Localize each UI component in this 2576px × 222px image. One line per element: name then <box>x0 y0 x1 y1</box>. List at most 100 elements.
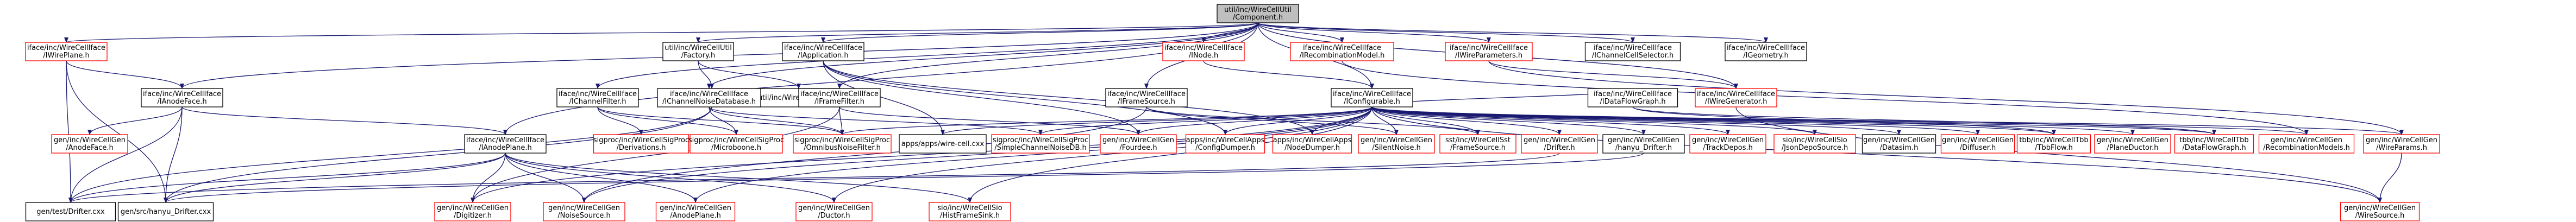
node-histframesink[interactable]: sio/inc/WireCellSio/HistFrameSink.h <box>929 202 1011 221</box>
node-iwireplane[interactable]: iface/inc/WireCellIface/IWirePlane.h <box>25 42 108 61</box>
node-omnibus[interactable]: sigproc/inc/WireCellSigProc/OmnibusNoise… <box>793 134 892 154</box>
node-hanydrifter[interactable]: gen/inc/WireCellGen/hanyu_Drifter.h <box>1602 134 1685 154</box>
node-simplechannelnoise[interactable]: sigproc/inc/WireCellSigProc/SimpleChanne… <box>991 134 1090 154</box>
node-label: iface/inc/WireCellIface <box>670 90 748 98</box>
node-wireparams[interactable]: gen/inc/WireCellGen/WireParams.h <box>2363 134 2440 154</box>
node-sigprocderiv[interactable]: sigproc/inc/WireCellSigProc/Derivations.… <box>593 134 690 154</box>
node-label: sigproc/inc/WireCellSigProc <box>993 136 1088 144</box>
node-label: /Digitizer.h <box>454 212 492 220</box>
node-iwiregenerator[interactable]: iface/inc/WireCellIface/IWireGenerator.h <box>1695 88 1777 107</box>
node-digitizer[interactable]: gen/inc/WireCellGen/Digitizer.h <box>434 202 511 221</box>
edge-root-to-iframefilter <box>837 22 1258 89</box>
node-sigprocmicro[interactable]: sigproc/inc/WireCellSigProc/Microboone.h <box>688 134 784 154</box>
node-irecombination[interactable]: iface/inc/WireCellIface/IRecombinationMo… <box>1290 42 1394 61</box>
node-iframesource[interactable]: iface/inc/WireCellIface/IFrameSource.h <box>1105 88 1188 107</box>
node-box <box>1521 134 1598 154</box>
node-planeductor[interactable]: gen/inc/WireCellGen/PlaneDuctor.h <box>2094 134 2171 154</box>
node-label: /IFrameSource.h <box>1118 98 1175 106</box>
node-box <box>1162 42 1245 61</box>
edge-ichannelnoisedb-to-omnibus <box>709 106 844 135</box>
edge-ichannelnoisedb-to-sigprocmicro <box>709 106 738 135</box>
node-drifter[interactable]: gen/inc/WireCellGen/Drifter.h <box>1521 134 1598 154</box>
edge-iconfigurable-to-wiresource <box>1371 106 2382 203</box>
node-label: tbb/inc/WireCellTbb <box>2019 136 2088 144</box>
node-ductor[interactable]: gen/inc/WireCellGen/Ductor.h <box>795 202 873 221</box>
node-label: gen/inc/WireCellGen <box>1863 136 1935 144</box>
edge-root-to-ichannelcellselector <box>1257 22 1635 43</box>
node-iapplication[interactable]: iface/inc/WireCellIface/IApplication.h <box>782 42 864 61</box>
node-nodedumper[interactable]: apps/inc/WireCellApps/NodeDumper.h <box>1272 134 1352 154</box>
node-tbbdataflow[interactable]: tbb/inc/WireCellTbb/DataFlowGraph.h <box>2174 134 2254 154</box>
node-iwireparameters[interactable]: iface/inc/WireCellIface/IWireParameters.… <box>1445 42 1533 61</box>
node-box <box>1940 134 2015 154</box>
edge-ianodeplane-to-anodeplane <box>505 153 698 203</box>
node-framesourcesst[interactable]: sst/inc/WireCellSst/FrameSource.h <box>1439 134 1516 154</box>
node-ichannelcellselector[interactable]: iface/inc/WireCellIface/IChannelCellSele… <box>1584 42 1681 61</box>
node-label: /DataFlowGraph.h <box>2182 144 2246 152</box>
node-label: /Drifter.h <box>1544 144 1575 152</box>
edge-factory-to-namedfactory <box>698 60 714 89</box>
edge-drifter-to-drifterxx <box>68 153 1560 203</box>
node-wiresource[interactable]: gen/inc/WireCellGen/WireSource.h <box>2340 202 2420 221</box>
node-root[interactable]: util/inc/WireCellUtil/Component.h <box>1217 4 1299 23</box>
node-diffuser[interactable]: gen/inc/WireCellGen/Diffuser.h <box>1940 134 2015 154</box>
node-label: sio/inc/WireCellSio <box>1782 136 1847 144</box>
node-igeometry[interactable]: iface/inc/WireCellIface/IGeometry.h <box>1725 42 1807 61</box>
node-box <box>1773 134 1856 154</box>
node-box <box>593 134 690 154</box>
node-label: /IWireParameters.h <box>1455 52 1522 60</box>
node-label: gen/inc/WireCellGen <box>1102 136 1174 144</box>
node-idataflowgraph[interactable]: iface/inc/WireCellIface/IDataFlowGraph.h <box>1587 88 1678 107</box>
node-label: /Datasim.h <box>1880 144 1919 152</box>
node-anodeplane[interactable]: gen/inc/WireCellGen/AnodePlane.h <box>655 202 736 221</box>
node-iframefilter[interactable]: iface/inc/WireCellIface/IFrameFilter.h <box>798 88 881 107</box>
node-label: sigproc/inc/WireCellSigProc <box>593 136 689 144</box>
node-inode[interactable]: iface/inc/WireCellIface/INode.h <box>1162 42 1245 61</box>
node-label: /NodeDumper.h <box>1284 144 1340 152</box>
node-hanydrifterxx[interactable]: gen/src/hanyu_Drifter.cxx <box>117 202 214 221</box>
node-factory[interactable]: util/inc/WireCellUtil/Factory.h <box>662 42 734 61</box>
node-label: iface/inc/WireCellIface <box>1333 90 1411 98</box>
node-label: gen/inc/WireCellGen <box>2271 136 2342 144</box>
node-jsondeposource[interactable]: sio/inc/WireCellSio/JsonDepoSource.h <box>1773 134 1856 154</box>
node-label: /FrameSource.h <box>1450 144 1506 152</box>
node-label: gen/inc/WireCellGen <box>548 204 620 212</box>
node-datasim[interactable]: gen/inc/WireCellGen/Datasim.h <box>1862 134 1936 154</box>
node-box <box>1584 42 1681 61</box>
node-trackdepos[interactable]: gen/inc/WireCellGen/TrackDepos.h <box>1689 134 1766 154</box>
edge-root-to-iapplication <box>821 22 1258 43</box>
node-wirecellcxx[interactable]: apps/apps/wire-cell.cxx <box>899 134 987 154</box>
node-label: /SimpleChannelNoiseDB.h <box>994 144 1087 152</box>
node-label: iface/inc/WireCellIface <box>1450 44 1528 52</box>
edge-iconfigurable-to-jsondeposource <box>1371 106 1817 135</box>
node-tbbflow[interactable]: tbb/inc/WireCellTbb/TbbFlow.h <box>2016 134 2091 154</box>
node-drifterxx[interactable]: gen/test/Drifter.cxx <box>25 202 116 221</box>
node-ichannelfilter[interactable]: iface/inc/WireCellIface/IChannelFilter.h <box>556 88 639 107</box>
node-label: gen/inc/WireCellGen <box>1608 136 1679 144</box>
node-label: iface/inc/WireCellIface <box>143 90 221 98</box>
edge-iframefilter-to-digitizer <box>471 106 840 203</box>
edge-namedfactory-to-hanydrifterxx <box>164 106 712 203</box>
node-ianodeface[interactable]: iface/inc/WireCellIface/IAnodeFace.h <box>141 88 223 107</box>
edge-ichannelfilter-to-sigprocmicro <box>597 106 738 135</box>
node-label: /WireSource.h <box>2355 212 2405 220</box>
node-configdumper[interactable]: apps/inc/WireCellApps/ConfigDumper.h <box>1185 134 1265 154</box>
edge-ianodeplane-to-drifterxx <box>68 153 506 203</box>
edge-iwireplane-to-drifterxx <box>66 60 73 203</box>
node-iconfigurable[interactable]: iface/inc/WireCellIface/IConfigurable.h <box>1331 88 1413 107</box>
node-label: iface/inc/WireCellIface <box>559 90 637 98</box>
node-label: /IConfigurable.h <box>1344 98 1400 106</box>
node-noisesource[interactable]: gen/inc/WireCellGen/NoiseSource.h <box>543 202 625 221</box>
node-recombinationmodels[interactable]: gen/inc/WireCellGen/RecombinationModels.… <box>2258 134 2355 154</box>
node-anodeface[interactable]: gen/inc/WireCellGen/AnodeFace.h <box>51 134 128 154</box>
node-ianodeplane[interactable]: iface/inc/WireCellIface/IAnodePlane.h <box>464 134 547 154</box>
edge-root-to-factory <box>696 22 1258 43</box>
node-ichannelnoisedb[interactable]: iface/inc/WireCellIface/IChannelNoiseDat… <box>657 88 761 107</box>
node-label: apps/apps/wire-cell.cxx <box>901 140 985 148</box>
node-label: /IAnodePlane.h <box>479 144 532 152</box>
edge-ianodeplane-to-ductor <box>505 153 836 203</box>
node-silentnoise[interactable]: gen/inc/WireCellGen/SilentNoise.h <box>1358 134 1435 154</box>
node-label: iface/inc/WireCellIface <box>1107 90 1186 98</box>
node-fourdee[interactable]: gen/inc/WireCellGen/Fourdee.h <box>1100 134 1177 154</box>
